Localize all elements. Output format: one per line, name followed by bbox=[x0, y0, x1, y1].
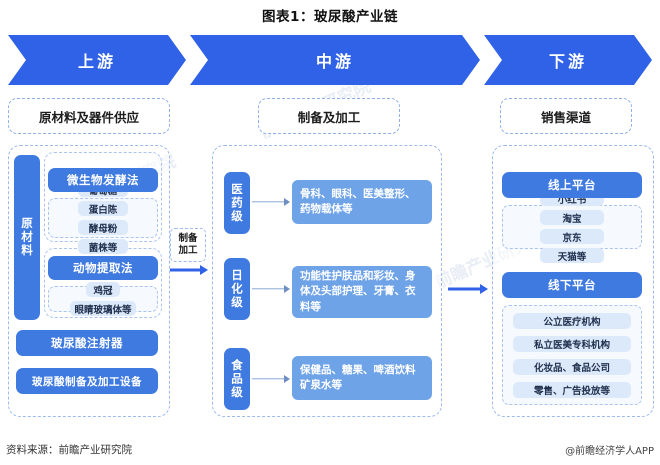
chip-item[interactable]: 化妆品、食品公司 bbox=[513, 358, 631, 375]
section-header-upstream: 原材料及器件供应 bbox=[8, 98, 170, 134]
source-note: 资料来源：前瞻产业研究院 bbox=[6, 444, 132, 456]
section-header-downstream: 销售渠道 bbox=[500, 98, 632, 134]
stage-label-midstream: 中游 bbox=[315, 52, 354, 71]
midstream-detail-food: 保健品、糖果、啤酒饮料矿泉水等 bbox=[292, 356, 432, 400]
midstream-grade-cosmetic: 日化级 bbox=[224, 258, 250, 320]
arrow-grade-medical bbox=[252, 197, 290, 207]
midstream-grade-medical: 医药级 bbox=[224, 172, 250, 234]
stage-chevron-upstream[interactable]: 上游 bbox=[8, 35, 186, 85]
upstream-fermentation-items: 葡萄糖 蛋白陈 酵母粉 菌株等 bbox=[48, 182, 158, 254]
chip-item[interactable]: 天猫等 bbox=[540, 248, 604, 263]
midstream-detail-cosmetic: 功能性护肤品和彩妆、身体及头部护理、牙膏、衣料等 bbox=[292, 266, 432, 318]
chip-item[interactable]: 眼睛玻璃体等 bbox=[70, 301, 136, 316]
stage-label-upstream: 上游 bbox=[77, 52, 116, 71]
upstream-equipment-processing: 玻尿酸制备及加工设备 bbox=[16, 368, 158, 394]
arrow-midstream-to-downstream bbox=[448, 283, 490, 295]
stage-chevron-midstream[interactable]: 中游 bbox=[190, 35, 480, 85]
stage-chevron-downstream[interactable]: 下游 bbox=[484, 35, 652, 85]
chip-item[interactable]: 酵母粉 bbox=[78, 220, 128, 235]
upstream-equipment-injector: 玻尿酸注射器 bbox=[16, 330, 158, 356]
upstream-raw-material-label: 原材料 bbox=[14, 155, 40, 320]
page-title: 图表1：玻尿酸产业链 bbox=[262, 9, 398, 25]
midstream-detail-medical: 骨科、眼科、医美整形、药物载体等 bbox=[292, 180, 432, 224]
upstream-animal-items: 鸡冠 眼睛玻璃体等 bbox=[48, 282, 158, 316]
downstream-offline-items: 公立医疗机构 私立医美专科机构 化妆品、食品公司 零售、广告投放等 bbox=[502, 305, 642, 405]
upstream-group-animal-title: 动物提取法 bbox=[48, 256, 158, 280]
arrow-grade-cosmetic bbox=[252, 284, 290, 294]
chain-stage-bar: 上游 中游 下游 bbox=[8, 35, 652, 85]
credit-note: @前瞻经济学人APP bbox=[565, 446, 654, 457]
upstream-group-fermentation-title: 微生物发酵法 bbox=[48, 168, 158, 192]
chip-item[interactable]: 蛋白陈 bbox=[78, 201, 128, 216]
midstream-grade-food: 食品级 bbox=[224, 348, 250, 410]
chip-item[interactable]: 公立医疗机构 bbox=[513, 312, 631, 329]
chip-item[interactable]: 私立医美专科机构 bbox=[513, 335, 631, 352]
chip-item[interactable]: 鸡冠 bbox=[86, 282, 120, 297]
chip-item[interactable]: 淘宝 bbox=[540, 210, 604, 225]
connector-label-line2: 加工 bbox=[178, 245, 198, 256]
section-header-midstream: 制备及加工 bbox=[258, 98, 400, 134]
chip-item[interactable]: 京东 bbox=[540, 229, 604, 244]
stage-label-downstream: 下游 bbox=[548, 52, 587, 71]
arrow-grade-food bbox=[252, 374, 290, 384]
downstream-channel-offline-title: 线下平台 bbox=[502, 272, 642, 298]
connector-label-line1: 制备 bbox=[178, 233, 198, 245]
downstream-channel-online-title: 线上平台 bbox=[502, 172, 642, 198]
arrow-upstream-to-midstream bbox=[170, 264, 208, 276]
downstream-online-items: 小红书 淘宝 京东 天猫等 bbox=[502, 191, 642, 263]
connector-label-processing: 制备 加工 bbox=[170, 228, 206, 262]
chip-item[interactable]: 零售、广告投放等 bbox=[513, 381, 631, 398]
chip-item[interactable]: 菌株等 bbox=[78, 239, 128, 254]
